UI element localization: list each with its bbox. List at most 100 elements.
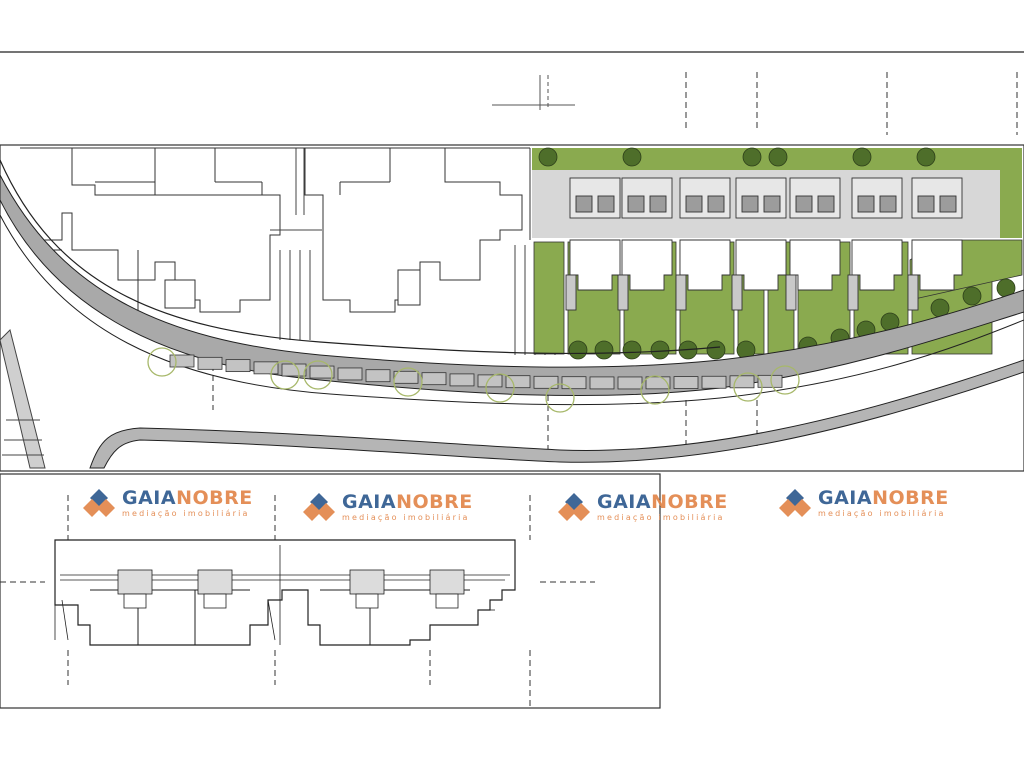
parking-spot — [309, 365, 335, 379]
brand-tagline: mediação imobiliária — [597, 512, 725, 522]
brand-tagline: mediação imobiliária — [122, 508, 250, 518]
inset-stairs — [117, 569, 465, 609]
inset-core — [429, 569, 465, 595]
brand-part-1: GAIA — [818, 486, 873, 509]
street-tree-icon — [147, 347, 177, 377]
house-stair — [795, 195, 813, 213]
brand-tagline: mediação imobiliária — [818, 508, 946, 518]
building-block-left — [39, 148, 281, 320]
tree-icon — [568, 340, 588, 360]
house-stair — [597, 195, 615, 213]
street-tree-icon — [733, 372, 763, 402]
tree-icon — [650, 340, 670, 360]
house-stair — [575, 195, 593, 213]
brand-part-1: GAIA — [342, 490, 397, 513]
street-tree-icon — [545, 383, 575, 413]
watermark-1: GAIANOBRE mediação imobiliária — [82, 488, 253, 518]
house-terrace — [847, 274, 859, 311]
watermark-4: GAIANOBRE mediação imobiliária — [778, 488, 949, 518]
street-tree-icon — [393, 367, 423, 397]
parking-spot — [701, 375, 727, 389]
tree-icon — [768, 147, 788, 167]
parking-spot — [281, 363, 307, 377]
tree-icon — [594, 340, 614, 360]
tree-icon — [622, 340, 642, 360]
inset-core — [117, 569, 153, 595]
inset-landing — [355, 593, 379, 609]
brand-tagline: mediação imobiliária — [342, 512, 470, 522]
tree-icon — [962, 286, 982, 306]
tree-icon — [916, 147, 936, 167]
building-block-center — [304, 148, 523, 313]
street-tree-icon — [770, 365, 800, 395]
lot-lines-top — [20, 147, 531, 240]
house-stair — [685, 195, 703, 213]
brand-part-2: NOBRE — [396, 490, 473, 513]
house-stair — [917, 195, 935, 213]
parking-spot — [449, 373, 475, 387]
parking-spot — [757, 374, 783, 388]
house-stair — [627, 195, 645, 213]
left-hatch — [0, 329, 46, 469]
house-terrace — [785, 274, 797, 311]
house-terrace — [675, 274, 687, 311]
street-tree-icon — [270, 360, 300, 390]
house-stair — [763, 195, 781, 213]
parking-spot — [253, 361, 279, 375]
watermark-3: GAIANOBRE mediação imobiliária — [557, 492, 728, 522]
tree-icon — [706, 340, 726, 360]
parking-spot — [589, 376, 615, 390]
house-stair — [879, 195, 897, 213]
road-trees — [147, 347, 800, 413]
inset-core — [349, 569, 385, 595]
parking-spot — [505, 375, 531, 389]
house-stair — [649, 195, 667, 213]
brand-part-2: NOBRE — [176, 486, 253, 509]
tree-icon — [622, 147, 642, 167]
gaianobre-logo-icon — [558, 493, 590, 521]
lower-road-band — [89, 359, 1024, 469]
inset-landing — [123, 593, 147, 609]
parking-spot — [169, 354, 195, 368]
tree-icon — [742, 147, 762, 167]
parking-spot — [393, 370, 419, 384]
lot-houses — [565, 177, 963, 311]
house-stair — [741, 195, 759, 213]
house-terrace — [565, 274, 577, 311]
street-tree-icon — [640, 375, 670, 405]
parking-spots — [169, 354, 783, 390]
parking-spot — [337, 367, 363, 381]
inset-axes — [0, 495, 595, 710]
inset-landing — [435, 593, 459, 609]
road-curb-outer — [0, 159, 721, 355]
inset-landing — [203, 593, 227, 609]
gaianobre-logo-icon — [83, 489, 115, 517]
house-stair — [817, 195, 835, 213]
house-stair — [707, 195, 725, 213]
house-terrace — [617, 274, 629, 311]
brand-part-2: NOBRE — [872, 486, 949, 509]
inset-core — [197, 569, 233, 595]
parking-spot — [561, 376, 587, 390]
house-stair — [939, 195, 957, 213]
parking-spot — [617, 376, 643, 390]
site-frame — [0, 144, 1024, 472]
road-lower-edge — [0, 214, 1024, 406]
parking-spot — [673, 376, 699, 390]
street-tree-icon — [303, 360, 333, 390]
house-terrace — [731, 274, 743, 311]
lawn-edge — [1000, 148, 1022, 238]
parking-spot — [197, 356, 223, 370]
street-tree-icon — [485, 373, 515, 403]
watermark-2: GAIANOBRE mediação imobiliária — [302, 492, 473, 522]
lawn-lot — [533, 241, 565, 355]
house-terrace — [907, 274, 919, 311]
house-stair — [857, 195, 875, 213]
scale-mark — [492, 75, 575, 110]
parking-spot — [225, 359, 251, 373]
parking-spot — [533, 375, 559, 389]
brand-part-1: GAIA — [122, 486, 177, 509]
tree-icon — [852, 147, 872, 167]
parking-spot — [477, 374, 503, 388]
